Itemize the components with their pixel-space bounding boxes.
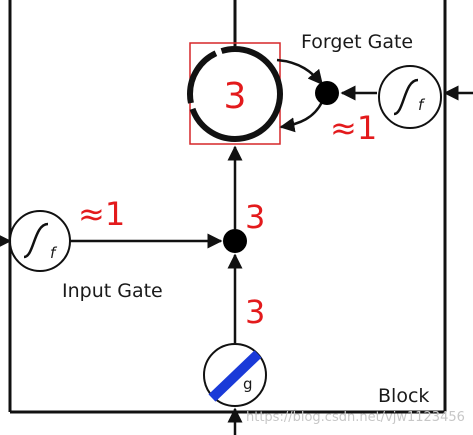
- forget-gate-label: Forget Gate: [301, 31, 413, 53]
- input-gate-sigmoid-icon: f: [9, 210, 71, 272]
- low-value-annotation: 3: [245, 293, 265, 331]
- forget-gate-sigmoid-icon: f: [378, 65, 442, 129]
- recurrent-loop-back: [279, 101, 324, 133]
- g-tanh-icon: g: [203, 343, 267, 407]
- recurrent-loop-out: [276, 58, 323, 86]
- input-multiply-node: [223, 229, 247, 253]
- cell-value-annotation: 3: [224, 76, 247, 117]
- input-gate-label: Input Gate: [62, 280, 163, 302]
- forget-value-annotation: ≈1: [330, 109, 377, 147]
- forget-multiply-node: [315, 81, 339, 105]
- mid-value-annotation: 3: [245, 198, 265, 236]
- cell-circle: [187, 46, 283, 142]
- forget-gate-symbol: f: [418, 96, 426, 114]
- watermark: https://blog.csdn.net/vjw1123456: [246, 410, 465, 425]
- block-label: Block: [378, 385, 429, 407]
- input-gate-symbol: f: [50, 244, 58, 262]
- input-value-annotation: ≈1: [78, 195, 125, 233]
- g-symbol: g: [243, 375, 253, 393]
